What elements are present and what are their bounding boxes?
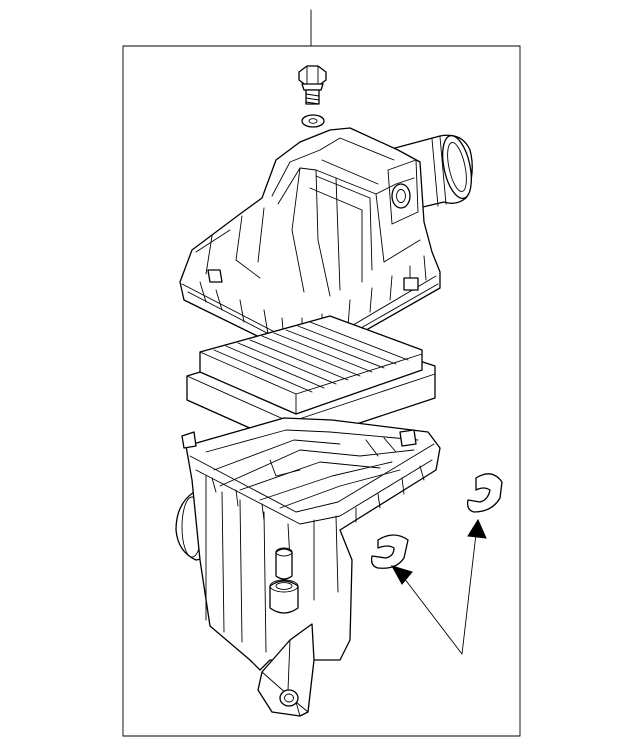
callout-arrows xyxy=(390,518,487,655)
air-cleaner-housing-icon xyxy=(175,417,441,717)
clip-icon-left xyxy=(370,534,409,569)
callout-arrowhead-left xyxy=(390,565,413,585)
bolt-icon xyxy=(298,65,327,105)
callout-line-left xyxy=(403,577,463,655)
washer-icon xyxy=(301,114,325,128)
diagram-frame xyxy=(122,45,521,737)
clip-icon-right xyxy=(466,473,503,513)
air-cleaner-cover-icon xyxy=(179,127,473,356)
callout-arrowhead-right xyxy=(467,518,487,539)
callout-line-right xyxy=(461,533,477,655)
air-filter-icon xyxy=(186,315,436,447)
